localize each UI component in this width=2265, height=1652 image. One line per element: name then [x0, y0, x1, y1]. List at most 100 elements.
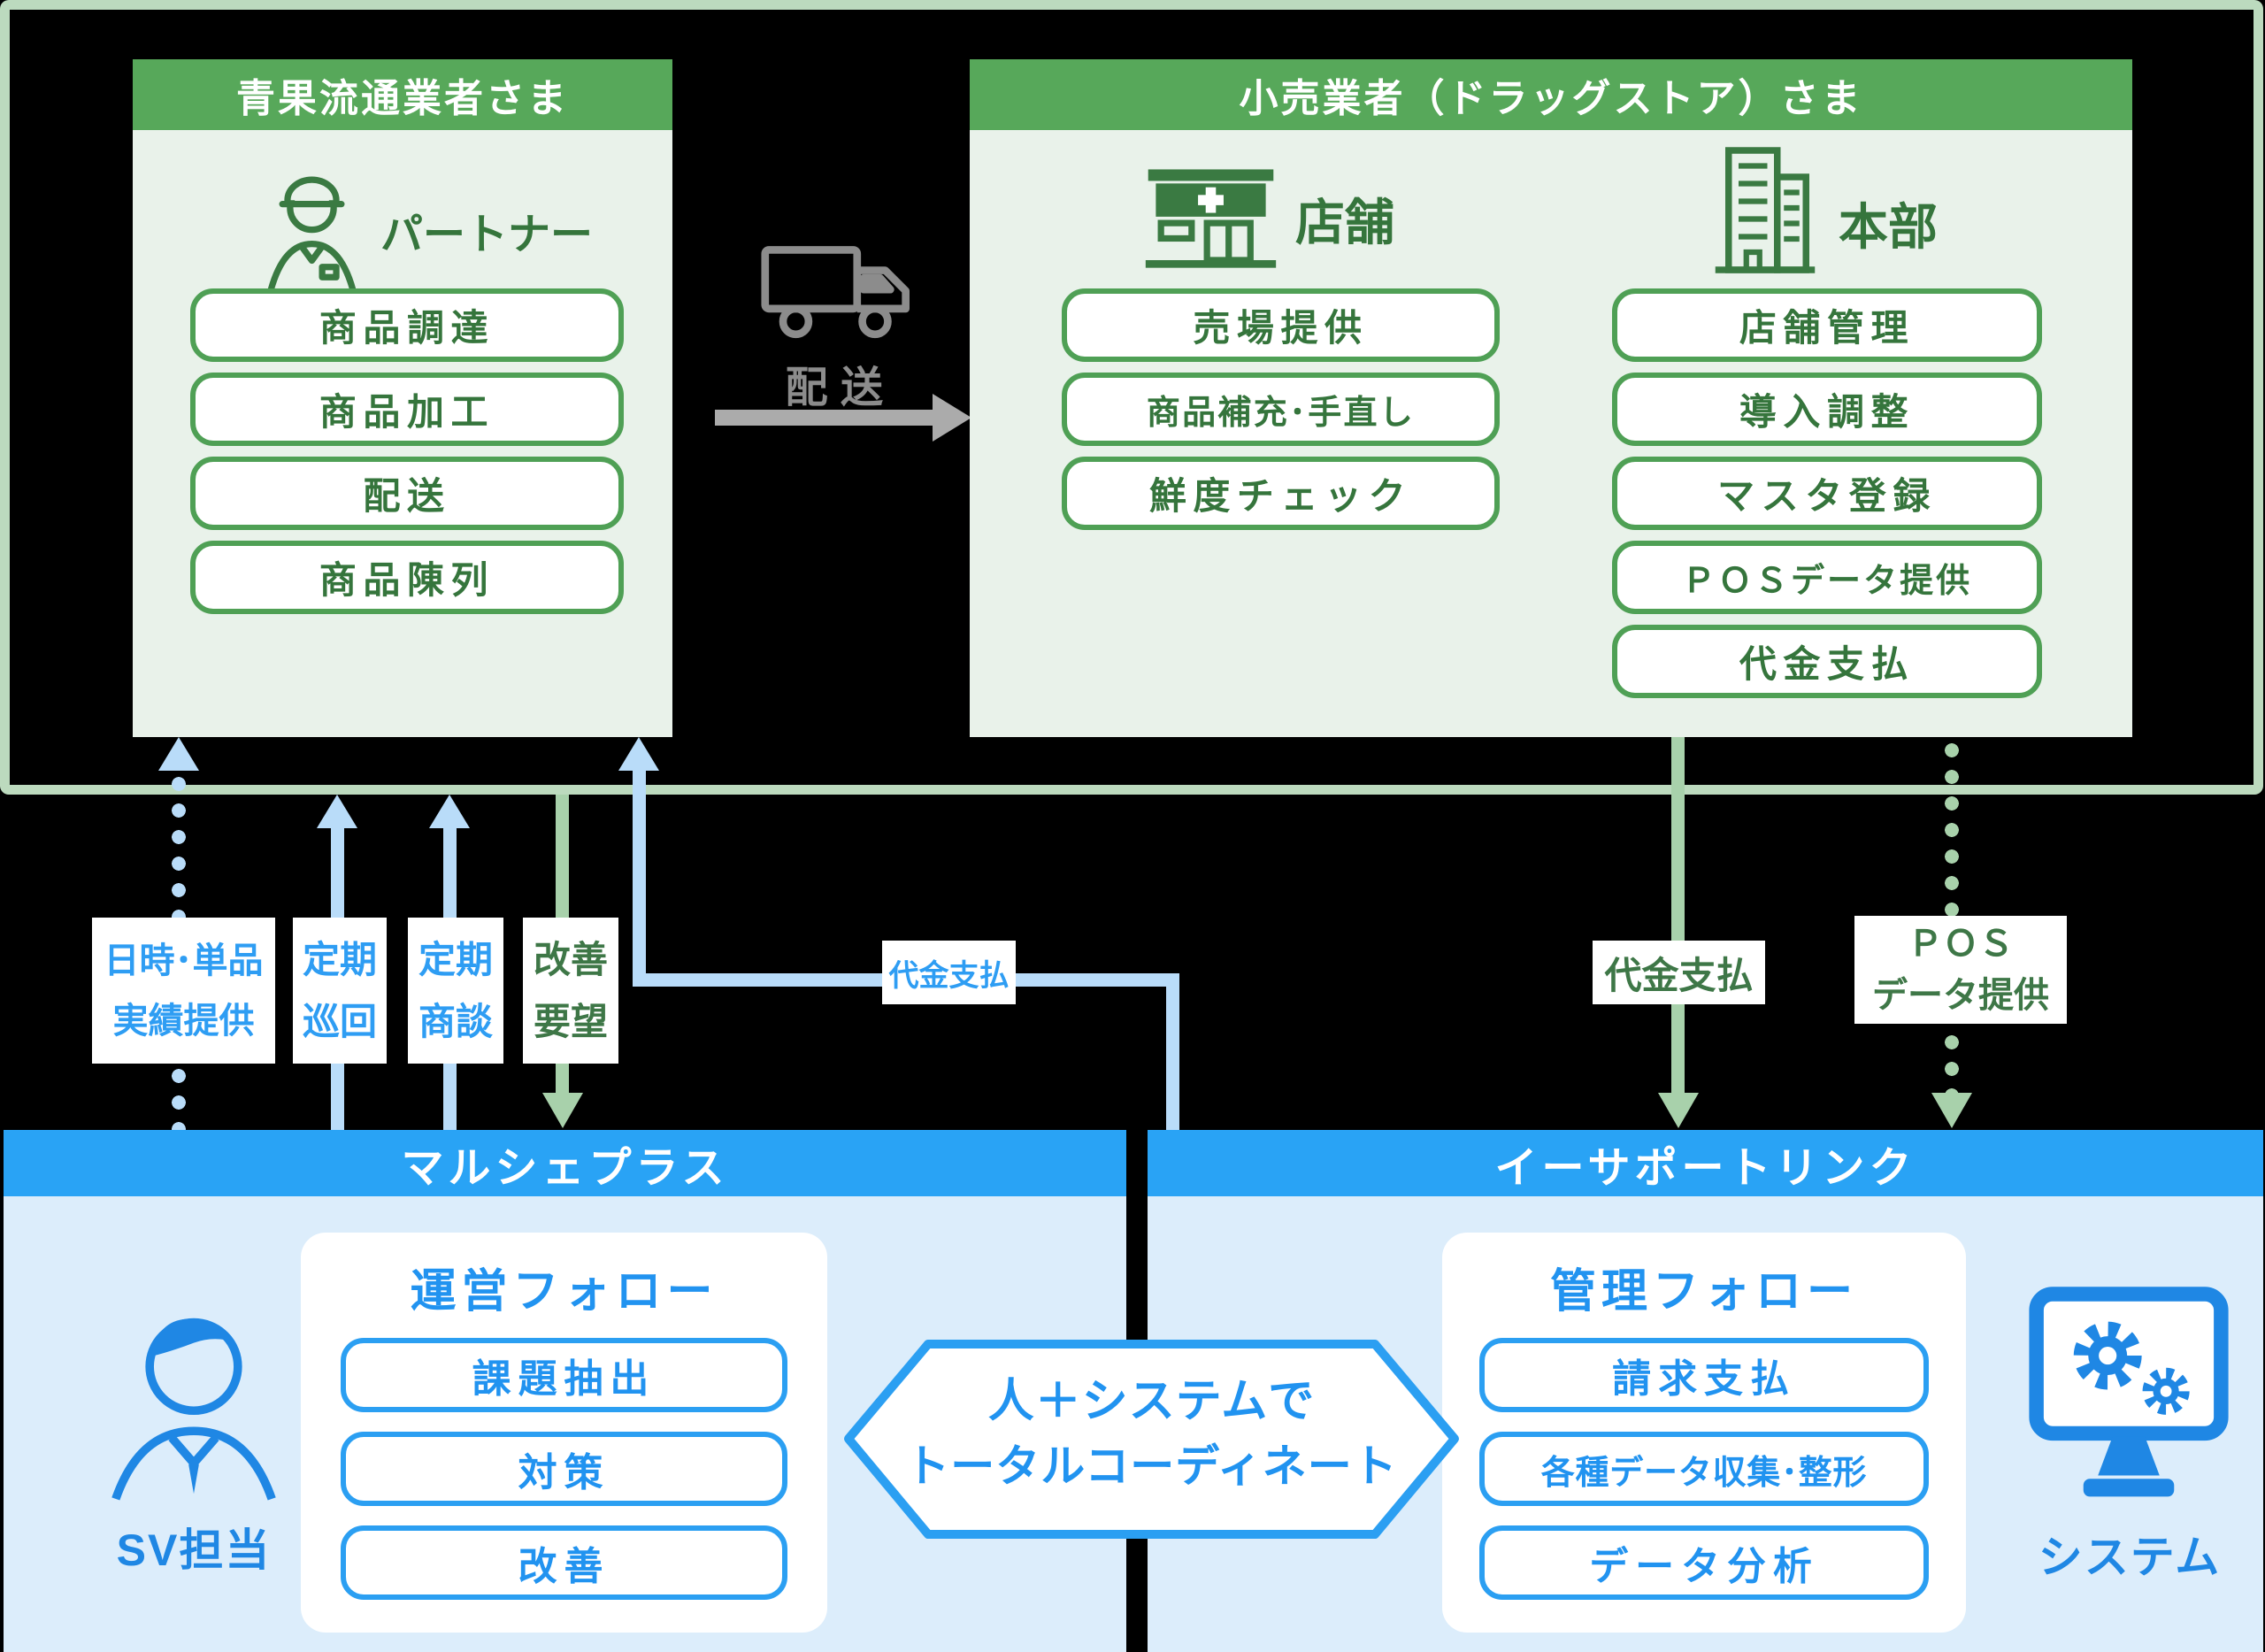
delivery-label: 配送: [748, 352, 933, 414]
esl-button-2-label: 各種データ収集･整形: [1540, 1454, 1868, 1492]
hq-button-2-label: 導入調整: [1739, 391, 1916, 433]
esl-button-1: 請求支払: [1479, 1338, 1929, 1412]
esl-title: イーサポートリンク: [1494, 1144, 1916, 1192]
store-button-2: 商品補充･手直し: [1062, 373, 1500, 446]
esl-button-3-label: データ分析: [1589, 1545, 1819, 1588]
seika-role-label: パートナー: [380, 199, 646, 261]
seika-button-3: 配送: [190, 457, 624, 530]
esl-button-3: データ分析: [1479, 1525, 1929, 1600]
marche-button-3-label: 改善: [518, 1545, 610, 1588]
payment-esl-label-text: 代金支払: [1604, 954, 1754, 996]
sv-label-text: SV担当: [116, 1525, 272, 1575]
shodan-arrow-head: [429, 795, 470, 828]
store-button-3-label: 鮮度チェック: [1148, 475, 1413, 517]
marche-button-1-label: 課題抽出: [472, 1357, 656, 1401]
top-partnership-frame: [0, 0, 2263, 795]
seika-button-4: 商品陳列: [190, 541, 624, 614]
payment-partner-label-text: 代金支払: [888, 958, 1010, 993]
seika-panel-header: 青果流通業者さま: [133, 59, 672, 130]
marche-button-3: 改善: [341, 1525, 787, 1600]
payment-partner-label: 代金支払: [882, 941, 1016, 1004]
payment-partner-arrow-head: [618, 737, 659, 771]
sv-label: SV担当: [83, 1515, 304, 1579]
seika-button-2-label: 商品加工: [319, 391, 495, 433]
jisseki-arrow-head: [158, 737, 199, 771]
store-button-1-label: 売場提供: [1193, 307, 1369, 349]
store-button-3: 鮮度チェック: [1062, 457, 1500, 530]
kaizen-label-line1: 改善: [533, 939, 608, 981]
hq-button-4-label: ＰＯＳデータ提供: [1681, 563, 1973, 600]
seika-button-2: 商品加工: [190, 373, 624, 446]
seika-title: 青果流通業者さま: [236, 77, 569, 120]
marche-title: マルシェプラス: [401, 1144, 729, 1192]
marche-panel-title-text: 運営フォロー: [410, 1266, 718, 1318]
store-label: 店舗: [1295, 183, 1394, 255]
shodan-label: 定期 商談: [408, 918, 503, 1064]
hexagon-line1: 人＋システムで: [987, 1376, 1316, 1427]
esl-button-1-label: 請求支払: [1612, 1357, 1796, 1401]
headquarters-icon: [1703, 146, 1827, 279]
junkai-label-line2: 巡回: [302, 1000, 377, 1042]
pos-label-line1: ＰＯＳ: [1908, 925, 2014, 964]
jisseki-label: 日時･単品 実績提供: [92, 918, 275, 1064]
store-button-2-label: 商品補充･手直し: [1146, 395, 1416, 432]
jisseki-label-line2: 実績提供: [112, 1001, 255, 1041]
seika-panel: 青果流通業者さま パートナー 商品調達 商品加工 配送 商品陳列: [133, 59, 672, 737]
delivery-arrow-head: [933, 394, 971, 442]
kaizen-arrow-head: [542, 1093, 583, 1128]
pos-arrow-line: [1945, 737, 1959, 1093]
seika-button-1-label: 商品調達: [319, 307, 495, 349]
seika-button-3-label: 配送: [363, 475, 451, 517]
payment-esl-label: 代金支払: [1593, 941, 1765, 1004]
pos-label: ＰＯＳ データ提供: [1854, 916, 2067, 1024]
retail-title: 小売業者（ドラッグストア）さま: [1239, 77, 1863, 120]
kaizen-label: 改善 要望: [523, 918, 618, 1064]
junkai-label: 定期 巡回: [293, 918, 387, 1064]
hexagon-text: 人＋システムで トータルコーディネート: [887, 1370, 1416, 1498]
esl-header: イーサポートリンク: [1148, 1130, 2263, 1196]
marche-button-2: 対策: [341, 1432, 787, 1506]
hq-button-1: 店舗管理: [1612, 288, 2042, 362]
store-button-1: 売場提供: [1062, 288, 1500, 362]
store-icon: [1133, 157, 1288, 272]
store-label-text: 店舗: [1295, 195, 1394, 250]
delivery-arrow-shaft: [715, 410, 934, 426]
hq-button-3-label: マスタ登録: [1717, 475, 1937, 517]
esl-panel-title: 管理フォロー: [1442, 1254, 1966, 1320]
hq-button-4: ＰＯＳデータ提供: [1612, 541, 2042, 614]
retail-panel: 小売業者（ドラッグストア）さま 店舗 売場提供 商品補充･手直し 鮮度チェック: [970, 59, 2132, 737]
system-label: システム: [2019, 1522, 2240, 1586]
headquarters-label: 本部: [1839, 188, 1938, 259]
hq-button-5-label: 代金支払: [1739, 643, 1916, 685]
hq-button-3: マスタ登録: [1612, 457, 2042, 530]
payment-esl-arrow-head: [1658, 1093, 1699, 1128]
payment-partner-arrow-vertical: [633, 769, 646, 973]
marche-button-1: 課題抽出: [341, 1338, 787, 1412]
kaizen-label-line2: 要望: [533, 1000, 608, 1042]
hexagon-line2: トータルコーディネート: [905, 1441, 1398, 1491]
hq-button-2: 導入調整: [1612, 373, 2042, 446]
jisseki-label-line1: 日時･単品: [104, 941, 264, 980]
truck-icon: [748, 237, 933, 352]
marche-button-2-label: 対策: [518, 1451, 610, 1494]
sv-person-icon: [92, 1285, 296, 1506]
shodan-label-line1: 定期: [418, 939, 493, 981]
hq-button-5: 代金支払: [1612, 625, 2042, 698]
shodan-label-line2: 商談: [418, 1000, 493, 1042]
esl-button-2: 各種データ収集･整形: [1479, 1432, 1929, 1506]
headquarters-label-text: 本部: [1839, 199, 1938, 255]
pos-arrow-head: [1931, 1093, 1972, 1128]
pos-label-line2: データ提供: [1872, 976, 2049, 1015]
seika-role-text: パートナー: [380, 211, 594, 258]
system-icon: [2023, 1280, 2234, 1509]
retail-panel-header: 小売業者（ドラッグストア）さま: [970, 59, 2132, 130]
payment-partner-arrow-riser: [1166, 973, 1179, 1130]
esl-panel-title-text: 管理フォロー: [1549, 1266, 1858, 1318]
marche-panel-title: 運営フォロー: [301, 1254, 827, 1320]
hexagon-banner: 人＋システムで トータルコーディネート: [843, 1339, 1460, 1540]
worker-icon: [248, 143, 376, 298]
junkai-arrow-head: [317, 795, 357, 828]
seika-button-1: 商品調達: [190, 288, 624, 362]
junkai-label-line1: 定期: [302, 939, 377, 981]
